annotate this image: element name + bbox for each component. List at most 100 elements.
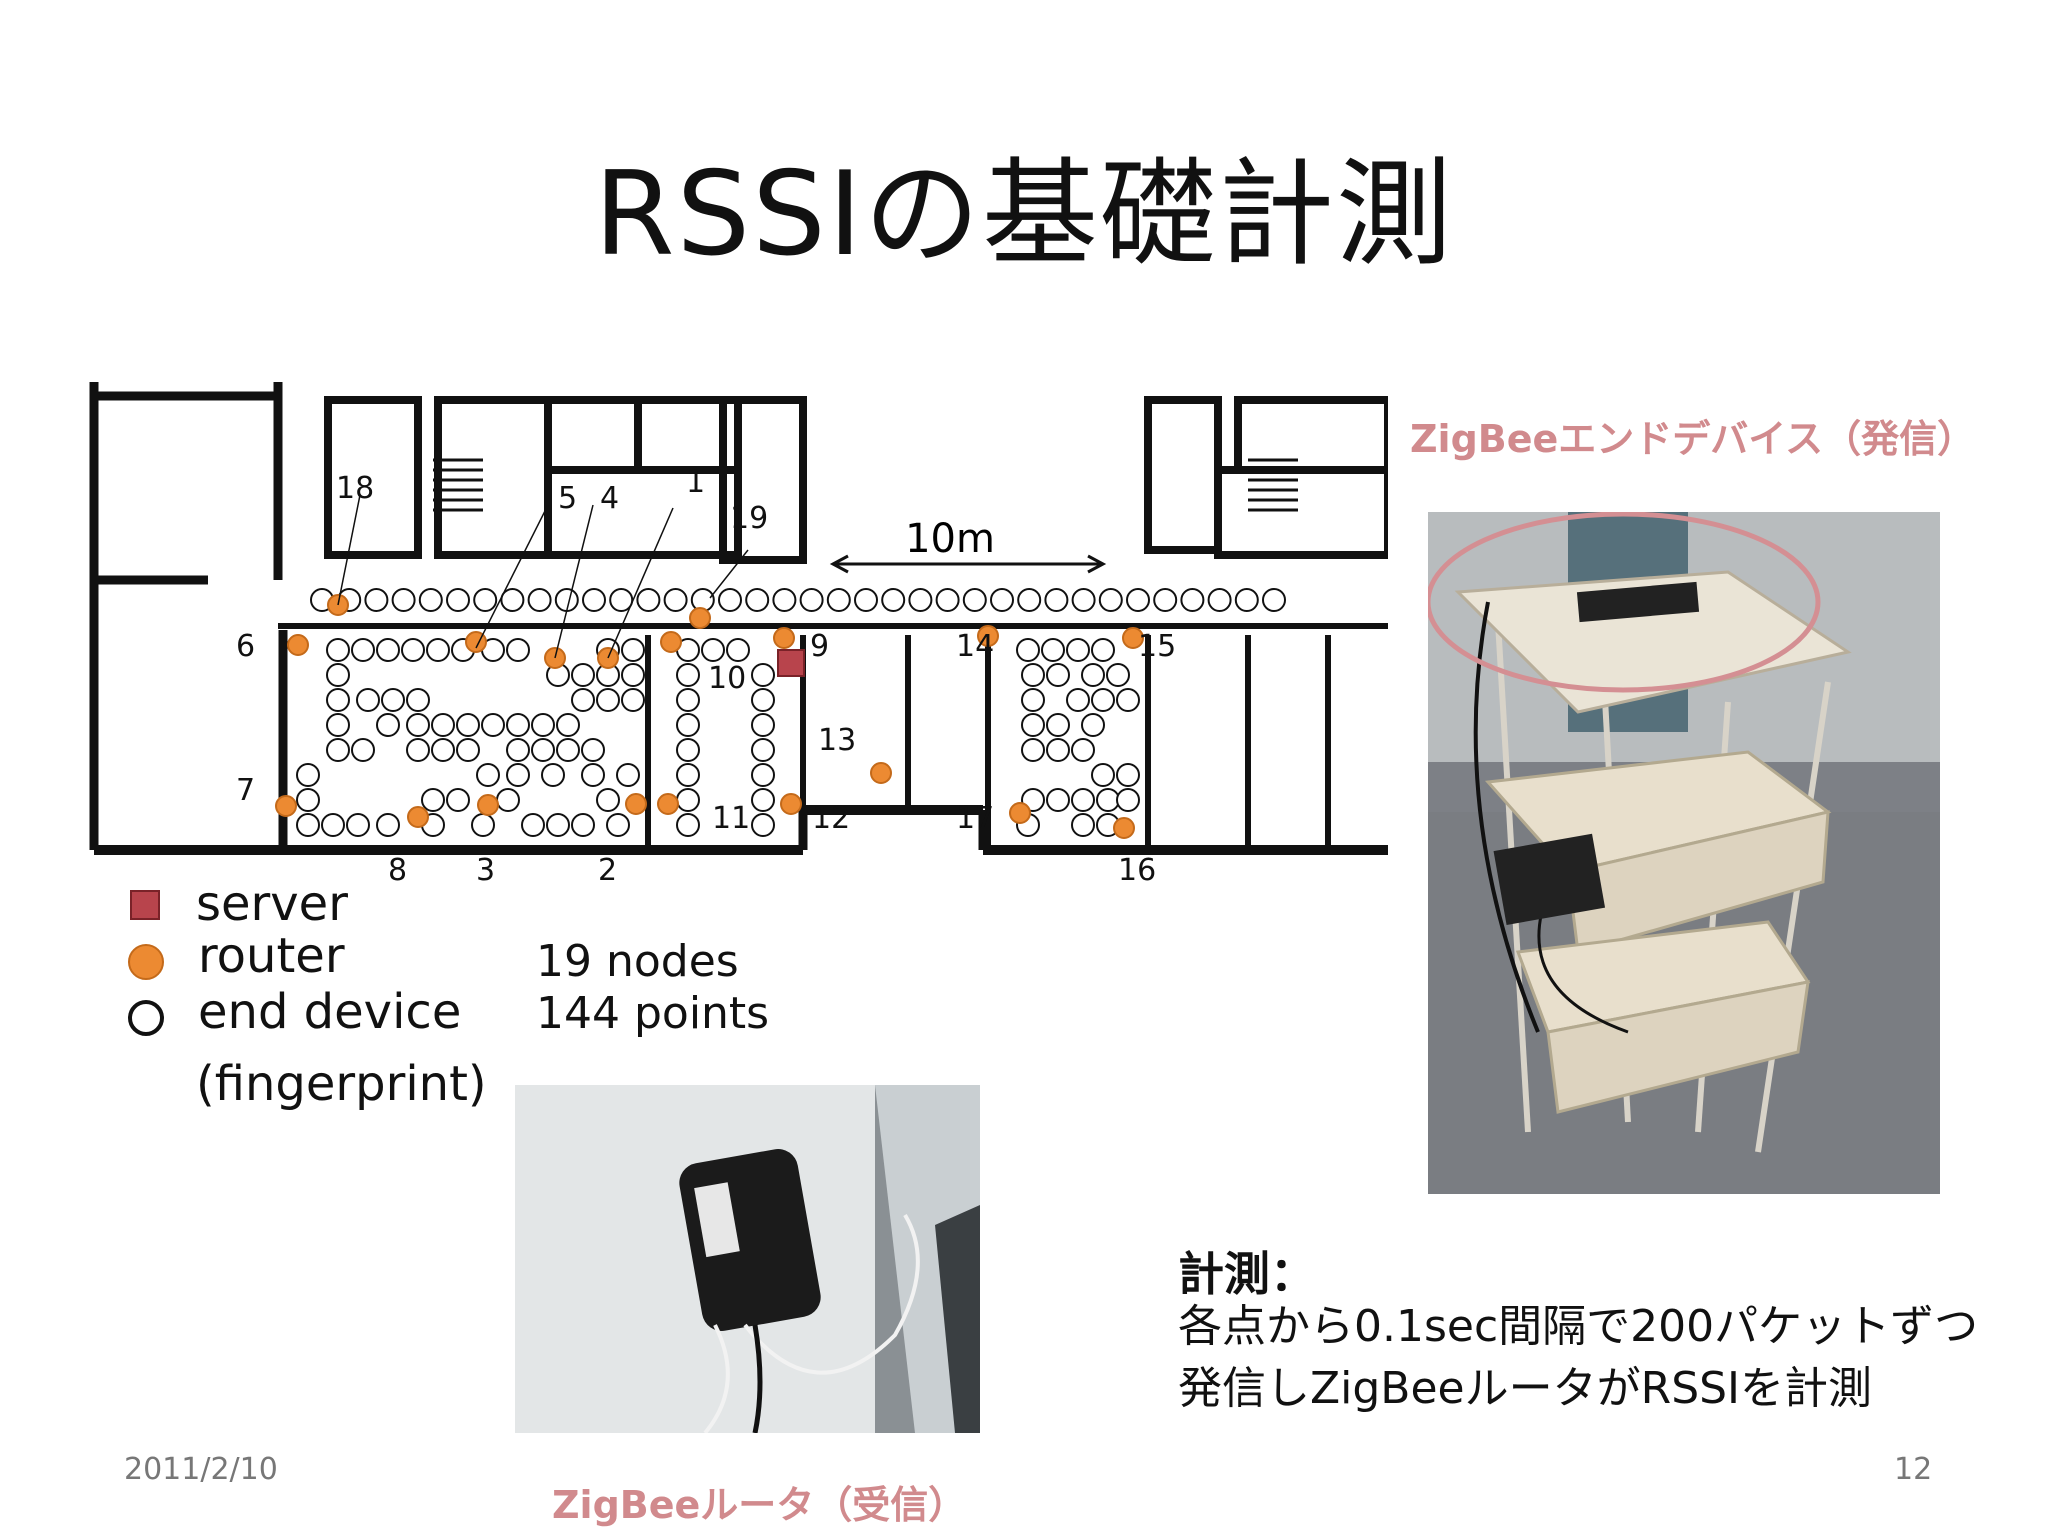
end-device-point (418, 588, 443, 612)
end-device-point (326, 663, 350, 687)
end-device-point (676, 813, 700, 837)
end-device-point (421, 788, 445, 812)
node-label: 5 (558, 481, 577, 516)
measurement-heading: 計測： (1178, 1247, 1316, 1301)
measurement-description: 各点から0.1sec間隔で200パケットずつ 発信しZigBeeルータがRSSI… (1178, 1296, 2018, 1420)
end-device-point (663, 588, 688, 612)
end-device-point (296, 813, 320, 837)
measurement-line-1: 各点から0.1sec間隔で200パケットずつ (1178, 1301, 1979, 1352)
end-device-point (772, 588, 797, 612)
end-device-point (571, 663, 595, 687)
end-device-point (546, 813, 570, 837)
legend: server router end device (fingerprint) (128, 876, 548, 1128)
end-device-point (401, 638, 425, 662)
end-device-point (621, 688, 645, 712)
router-point (657, 793, 679, 815)
end-device-point (376, 813, 400, 837)
end-device-point (676, 688, 700, 712)
end-device-point (351, 738, 375, 762)
end-device-point (751, 813, 775, 837)
end-device-point (376, 713, 400, 737)
end-device-point (406, 713, 430, 737)
end-device-point (1091, 638, 1115, 662)
end-device-photo-caption: ZigBeeエンドデバイス（発信） (1410, 417, 1976, 461)
end-device-point (506, 738, 530, 762)
end-device-point (326, 713, 350, 737)
end-device-point (506, 638, 530, 662)
node-label: 8 (388, 853, 407, 888)
end-device-point (1234, 588, 1259, 612)
end-device-point (346, 813, 370, 837)
end-device-photo (1428, 512, 1940, 1194)
end-device-point (676, 713, 700, 737)
router-point (287, 634, 309, 656)
measurement-line-2: 発信しZigBeeルータがRSSIを計測 (1178, 1363, 1873, 1414)
end-device-point (391, 588, 416, 612)
end-device-point (556, 738, 580, 762)
walls (89, 382, 1388, 855)
end-device-point (1041, 638, 1065, 662)
router-point (1113, 817, 1135, 839)
end-device-point (751, 788, 775, 812)
end-device-point (1046, 663, 1070, 687)
end-device-point (581, 738, 605, 762)
node-label: 15 (1138, 629, 1176, 664)
node-label: 9 (810, 629, 829, 664)
router-photo (515, 1085, 980, 1433)
node-label: 18 (336, 471, 374, 506)
router-point (275, 795, 297, 817)
end-device-point (351, 638, 375, 662)
end-device-point (701, 638, 725, 662)
end-device-point (406, 738, 430, 762)
end-device-point (446, 588, 470, 612)
scale-bar: 10m (829, 516, 1107, 574)
end-device-point (1126, 588, 1150, 612)
end-device-point (571, 813, 595, 837)
legend-router-label: router (198, 928, 345, 984)
end-device-point (521, 813, 545, 837)
end-device-point (431, 713, 455, 737)
end-device-point (1262, 588, 1286, 612)
end-device-point (476, 763, 500, 787)
legend-end-device-label: end device (198, 984, 462, 1040)
point-count: 144 points (536, 988, 770, 1039)
end-device-point (496, 788, 520, 812)
end-device-point (1116, 688, 1140, 712)
end-device-point (456, 713, 480, 737)
node-label: 6 (236, 629, 255, 664)
end-device-point (1116, 788, 1140, 812)
end-device-point (616, 763, 640, 787)
end-device-point (531, 738, 555, 762)
end-device-point (296, 788, 320, 812)
end-device-point (751, 763, 775, 787)
legend-server-label: server (196, 876, 348, 932)
end-device-point (1071, 813, 1095, 837)
end-device-point (726, 638, 750, 662)
node-label: 16 (1118, 853, 1156, 888)
end-device-point (1066, 638, 1090, 662)
end-device-point (676, 788, 700, 812)
end-device-point (473, 588, 498, 612)
router-points (275, 594, 1144, 839)
end-device-point (326, 738, 350, 762)
end-device-point (556, 713, 580, 737)
end-device-point (506, 713, 530, 737)
router-point (1122, 627, 1144, 649)
end-device-point (881, 588, 906, 612)
end-device-point (1207, 588, 1232, 612)
end-device-point (751, 688, 775, 712)
slide-date: 2011/2/10 (124, 1452, 278, 1487)
end-device-point (745, 588, 770, 612)
end-device-point (1046, 738, 1070, 762)
end-device-point (571, 688, 595, 712)
end-device-point (1096, 788, 1120, 812)
node-label: 17 (956, 801, 994, 836)
end-device-point (751, 713, 775, 737)
end-device-point (1021, 713, 1045, 737)
end-device-point (606, 813, 630, 837)
node-label: 19 (730, 501, 768, 536)
end-device-point (1091, 688, 1115, 712)
end-device-point (541, 763, 565, 787)
node-label: 13 (818, 723, 856, 758)
